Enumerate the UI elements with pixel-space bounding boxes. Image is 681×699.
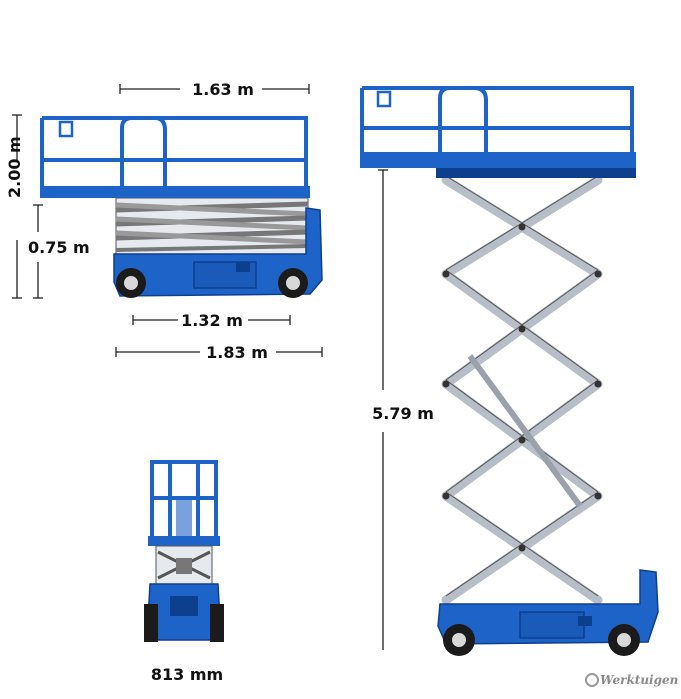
raised-side-view — [360, 86, 659, 656]
platform-height-raised-label: 5.79 m — [372, 404, 434, 423]
dimension-rail-height — [33, 204, 43, 299]
front-view — [144, 460, 224, 642]
overall-length-label: 1.83 m — [206, 343, 268, 362]
raised-front-wheel — [443, 624, 475, 656]
platform-length-label: 1.63 m — [192, 80, 254, 99]
stowed-platform-deck — [40, 186, 310, 198]
front-chassis — [147, 583, 221, 641]
front-platform-deck — [148, 536, 220, 546]
raised-platform-guardrail — [360, 86, 634, 166]
front-right-wheel — [210, 604, 224, 642]
raised-scissor-arm-edges — [445, 175, 599, 597]
stowed-chassis — [113, 207, 323, 297]
dimension-wheelbase — [132, 315, 291, 325]
stowed-rear-wheel — [278, 268, 308, 298]
dimension-platform-height-raised — [378, 169, 388, 650]
stowed-front-wheel — [116, 268, 146, 298]
watermark-text: Werktuigen — [600, 673, 678, 687]
front-left-wheel — [144, 604, 158, 642]
front-scissor-stack — [155, 545, 213, 585]
dimension-overall-length — [115, 347, 323, 357]
scissor-pivot-pins — [442, 223, 602, 552]
stowed-scissor-stack — [115, 197, 309, 255]
raised-platform-frame — [436, 168, 636, 178]
raised-scissor-arms — [441, 175, 603, 605]
stowed-platform-guardrail — [40, 116, 308, 196]
wheelbase-label: 1.32 m — [181, 311, 243, 330]
raised-chassis — [437, 569, 659, 645]
raised-rear-wheel — [608, 624, 640, 656]
overall-height-stowed-label: 2.00 m — [5, 136, 24, 198]
stowed-side-view — [40, 116, 323, 298]
dimension-overall-height-stowed — [12, 114, 22, 299]
raised-platform-deck — [360, 152, 636, 168]
width-label: 813 mm — [151, 665, 223, 684]
dimension-platform-length — [119, 84, 310, 94]
watermark-logo: Werktuigen — [585, 673, 678, 687]
rail-height-label: 0.75 m — [28, 238, 90, 257]
lift-cylinder — [467, 354, 583, 508]
